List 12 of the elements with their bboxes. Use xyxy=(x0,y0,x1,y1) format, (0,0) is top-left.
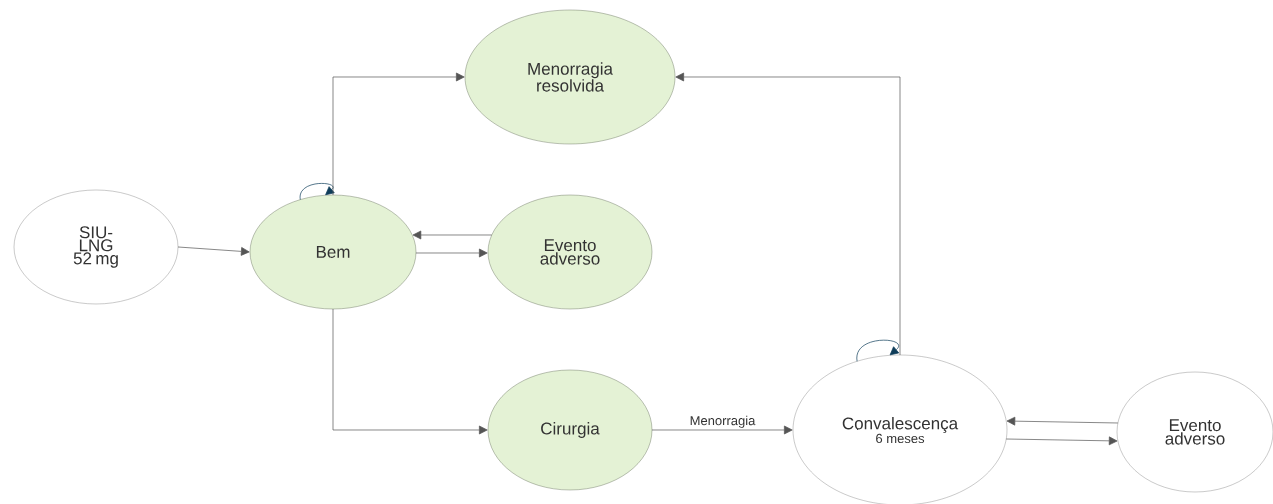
arrow xyxy=(412,230,493,240)
arrow xyxy=(332,72,465,196)
arrow xyxy=(332,308,488,435)
edge-label: Menorragia xyxy=(688,414,757,429)
arrow xyxy=(856,339,900,362)
arrow xyxy=(1006,416,1119,426)
arrow xyxy=(299,183,335,200)
arrow xyxy=(177,246,250,256)
arrow xyxy=(415,248,488,258)
arrow xyxy=(1005,436,1118,446)
arrow xyxy=(675,72,901,356)
arrow xyxy=(651,425,793,435)
